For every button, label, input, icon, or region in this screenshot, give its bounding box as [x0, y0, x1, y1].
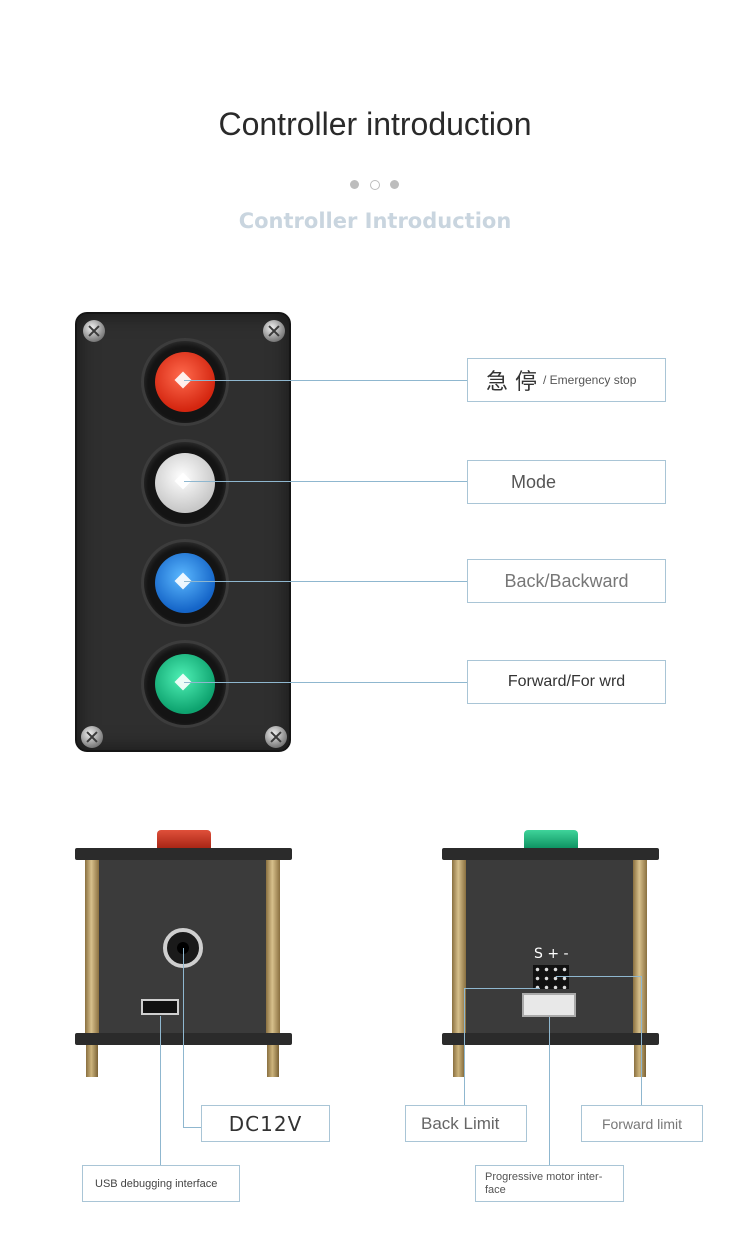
leader-line: [184, 380, 468, 381]
screw-icon: [263, 320, 285, 342]
emergency-stop-label: 急 停 / Emergency stop: [467, 358, 666, 402]
leader-line: [160, 1016, 161, 1166]
emergency-stop-en: / Emergency stop: [543, 373, 637, 387]
dot-1[interactable]: [350, 180, 359, 189]
usb-port-icon: [141, 999, 179, 1015]
brass-post: [633, 860, 647, 1034]
forward-limit-label: Forward limit: [581, 1105, 703, 1142]
back-limit-label: Back Limit: [405, 1105, 527, 1142]
leader-line: [184, 682, 468, 683]
usb-debugging-label: USB debugging interface: [82, 1165, 240, 1202]
brass-post: [452, 860, 466, 1034]
mode-button[interactable]: [144, 442, 226, 524]
emergency-stop-cn: 急 停: [486, 370, 537, 395]
leader-line: [183, 1127, 202, 1128]
screw-icon: [81, 726, 103, 748]
green-button-top: [524, 830, 578, 848]
leader-line: [549, 1017, 550, 1165]
motor-interface-label: Progressive motor inter-face: [475, 1165, 624, 1202]
leader-line: [183, 948, 184, 1128]
forward-button[interactable]: [144, 643, 226, 725]
carousel-dots: [350, 180, 402, 190]
motor-connector-icon: [522, 993, 576, 1017]
controller-front-panel: [75, 312, 291, 752]
dot-3[interactable]: [390, 180, 399, 189]
red-button-top: [157, 830, 211, 848]
dot-2[interactable]: [370, 180, 380, 190]
dc12v-label: DC12V: [201, 1105, 330, 1142]
brass-leg: [453, 1045, 465, 1077]
brass-post: [85, 860, 99, 1034]
top-plate: [75, 848, 292, 860]
leader-line: [184, 581, 468, 582]
pin-label: S + -: [534, 946, 569, 962]
forward-label: Forward/For wrd: [467, 660, 666, 704]
page-title: Controller introduction: [218, 106, 532, 142]
back-button[interactable]: [144, 542, 226, 624]
brass-leg: [267, 1045, 279, 1077]
brass-leg: [634, 1045, 646, 1077]
leader-line: [556, 976, 642, 977]
emergency-stop-button[interactable]: [144, 341, 226, 423]
back-label: Back/Backward: [467, 559, 666, 603]
brass-leg: [86, 1045, 98, 1077]
leader-line: [464, 988, 465, 1106]
leader-line: [641, 976, 642, 1106]
screw-icon: [83, 320, 105, 342]
screw-icon: [265, 726, 287, 748]
mode-label: Mode: [467, 460, 666, 504]
leader-line: [464, 988, 540, 989]
top-plate: [442, 848, 659, 860]
bottom-plate: [442, 1033, 659, 1045]
limit-connector-icon: [533, 965, 569, 989]
brass-post: [266, 860, 280, 1034]
leader-line: [184, 481, 468, 482]
page-subtitle: Controller Introduction: [238, 209, 512, 233]
